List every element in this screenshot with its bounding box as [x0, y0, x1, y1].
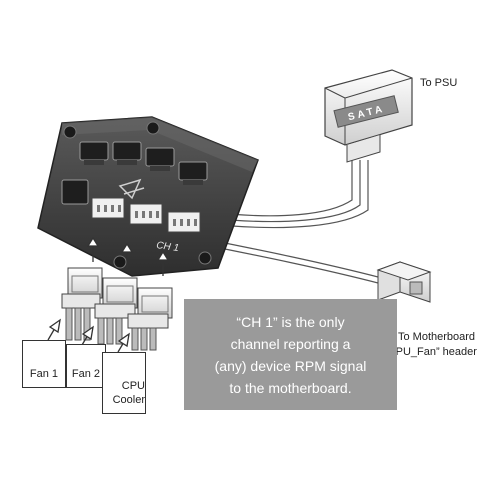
fan-1-label: Fan 1: [29, 368, 59, 380]
hub-port-power: [61, 179, 89, 205]
motherboard-connector: [376, 261, 432, 303]
mount-hole-icon: [113, 255, 127, 269]
fan-2-box: Fan 2: [66, 344, 106, 388]
fan-plugs: [61, 267, 173, 351]
note-line-4: to the motherboard.: [229, 379, 352, 396]
mount-hole-icon: [63, 125, 77, 139]
arrows-into-hub: [86, 236, 170, 276]
fan-hub: CH 1: [37, 116, 259, 277]
cpu-cooler-label-line2: Cooler: [112, 394, 145, 406]
fan-2-label: Fan 2: [71, 368, 101, 380]
cpu-fan-header-label: “CPU_Fan” header: [384, 346, 477, 358]
note-line-3: (any) device RPM signal: [214, 357, 367, 374]
cpu-cooler-box: CPU Cooler: [102, 352, 146, 414]
brand-logo-icon: [118, 178, 145, 200]
to-motherboard-label: To Motherboard: [398, 331, 476, 343]
sata-connector: SATA: [324, 69, 413, 163]
channel-note-box: “CH 1” is the only channel reporting a (…: [184, 299, 397, 410]
cpu-cooler-label-line1: CPU: [121, 380, 145, 392]
note-line-2: channel reporting a: [230, 335, 351, 352]
fan-plug-3: [127, 287, 173, 351]
fan-1-box: Fan 1: [22, 340, 66, 388]
channel-label: CH 1: [156, 240, 180, 254]
hub-port-row-top: [79, 141, 208, 185]
note-line-1: “CH 1” is the only: [236, 313, 345, 330]
mount-hole-icon: [146, 121, 160, 135]
to-psu-label: To PSU: [420, 77, 458, 89]
arrows-into-plugs: [47, 318, 130, 353]
fan-plug-2: [94, 277, 138, 345]
mount-hole-icon: [198, 251, 212, 265]
hub-fan-headers: [91, 197, 201, 233]
fan-plug-1: [61, 267, 103, 341]
